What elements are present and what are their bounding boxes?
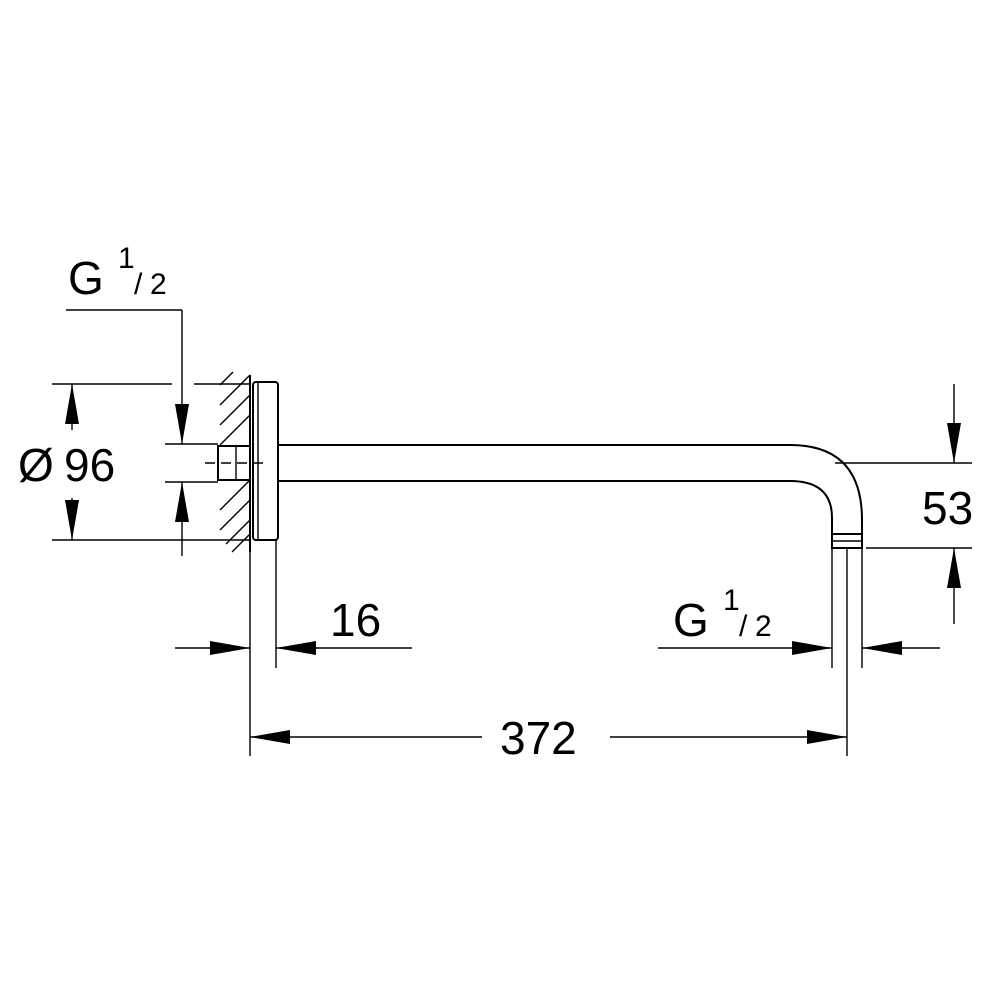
thread-leader-top: [66, 309, 218, 556]
thread-top-main: G: [68, 252, 104, 304]
length-value: 372: [500, 712, 577, 764]
thread-label-top: G 1 / 2: [68, 242, 167, 304]
diameter-dimension: Ø 96: [18, 383, 250, 541]
wall-flange: [252, 381, 279, 541]
diameter-value: 96: [64, 439, 115, 491]
thread-bottom-denominator: 2: [755, 610, 772, 643]
drop-value: 53: [922, 482, 973, 534]
thread-top-slash: /: [134, 268, 143, 301]
thread-bottom-slash: /: [739, 610, 748, 643]
thread-bottom-numerator: 1: [723, 584, 740, 617]
wall-connector: [217, 445, 251, 481]
thread-bottom-main: G: [673, 594, 709, 646]
shower-arm: [278, 444, 863, 549]
depth-value: 16: [330, 594, 381, 646]
diameter-symbol: Ø: [18, 439, 54, 491]
drop-dimension: 53: [835, 384, 973, 624]
thread-dimension-bottom: G 1 / 2: [658, 548, 940, 668]
thread-top-denominator: 2: [150, 268, 167, 301]
depth-dimension: 16: [175, 540, 412, 756]
length-dimension: 372: [250, 548, 848, 764]
thread-top-numerator: 1: [118, 242, 135, 275]
wall-section: [219, 371, 251, 553]
